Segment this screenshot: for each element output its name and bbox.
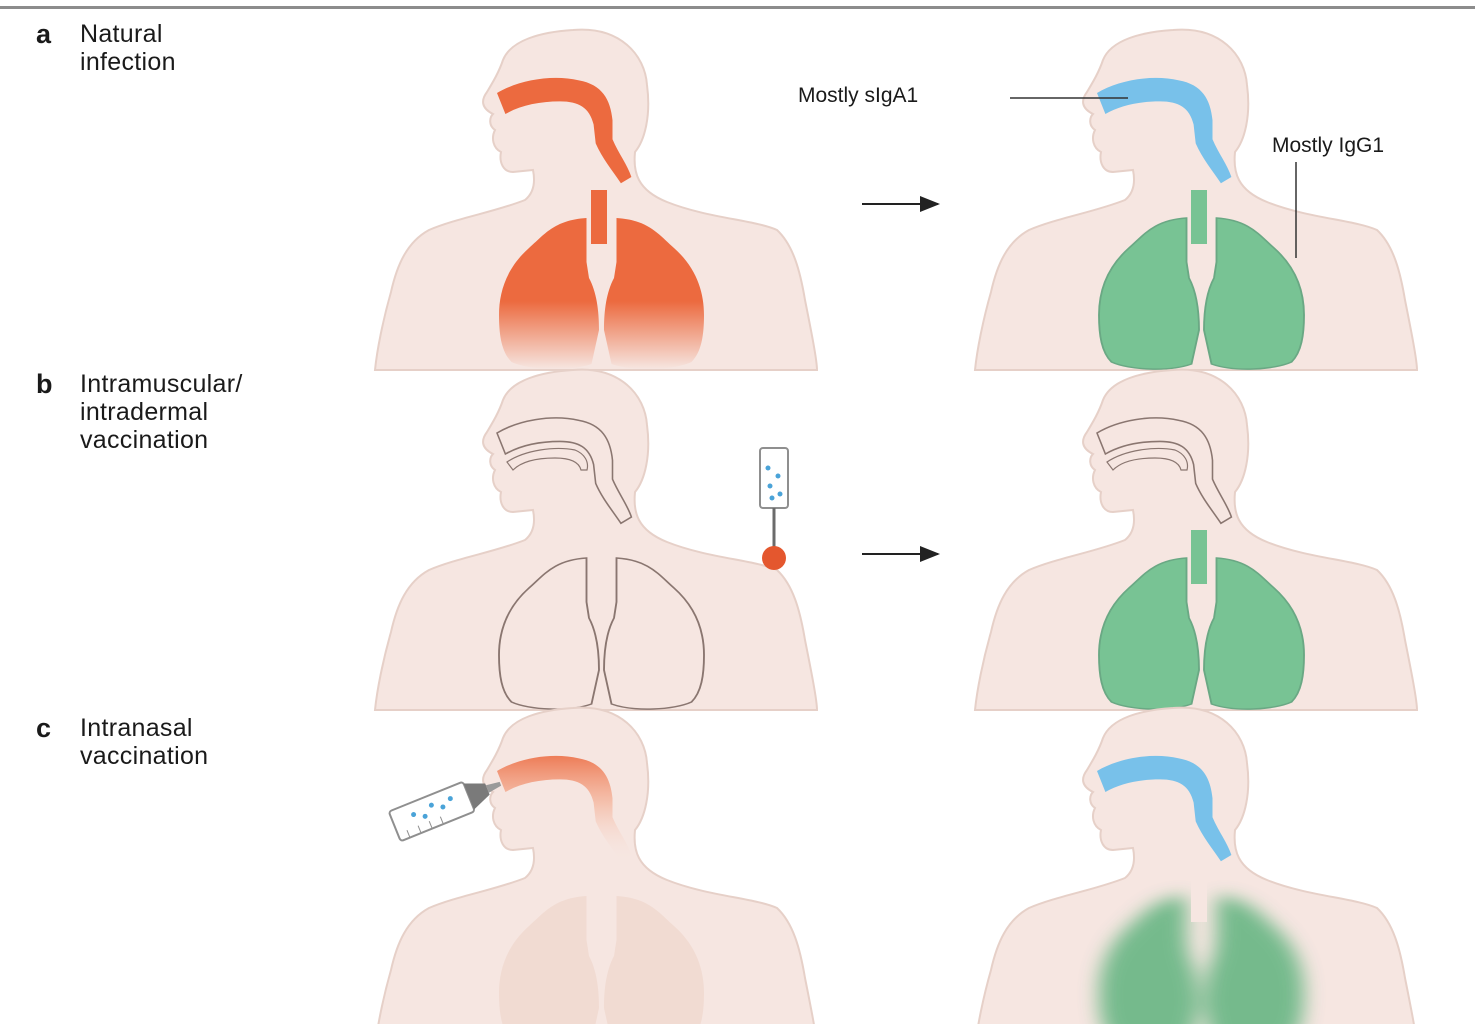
syringe-injection — [760, 448, 788, 570]
panel-b-right-figure — [975, 370, 1417, 710]
panel-c-left-figure — [375, 708, 817, 1024]
panel-a-left-figure — [375, 30, 817, 370]
panel-a-right-figure — [975, 30, 1417, 370]
panel-b-left-figure — [375, 370, 817, 710]
panel-c-right-figure — [975, 708, 1417, 1024]
